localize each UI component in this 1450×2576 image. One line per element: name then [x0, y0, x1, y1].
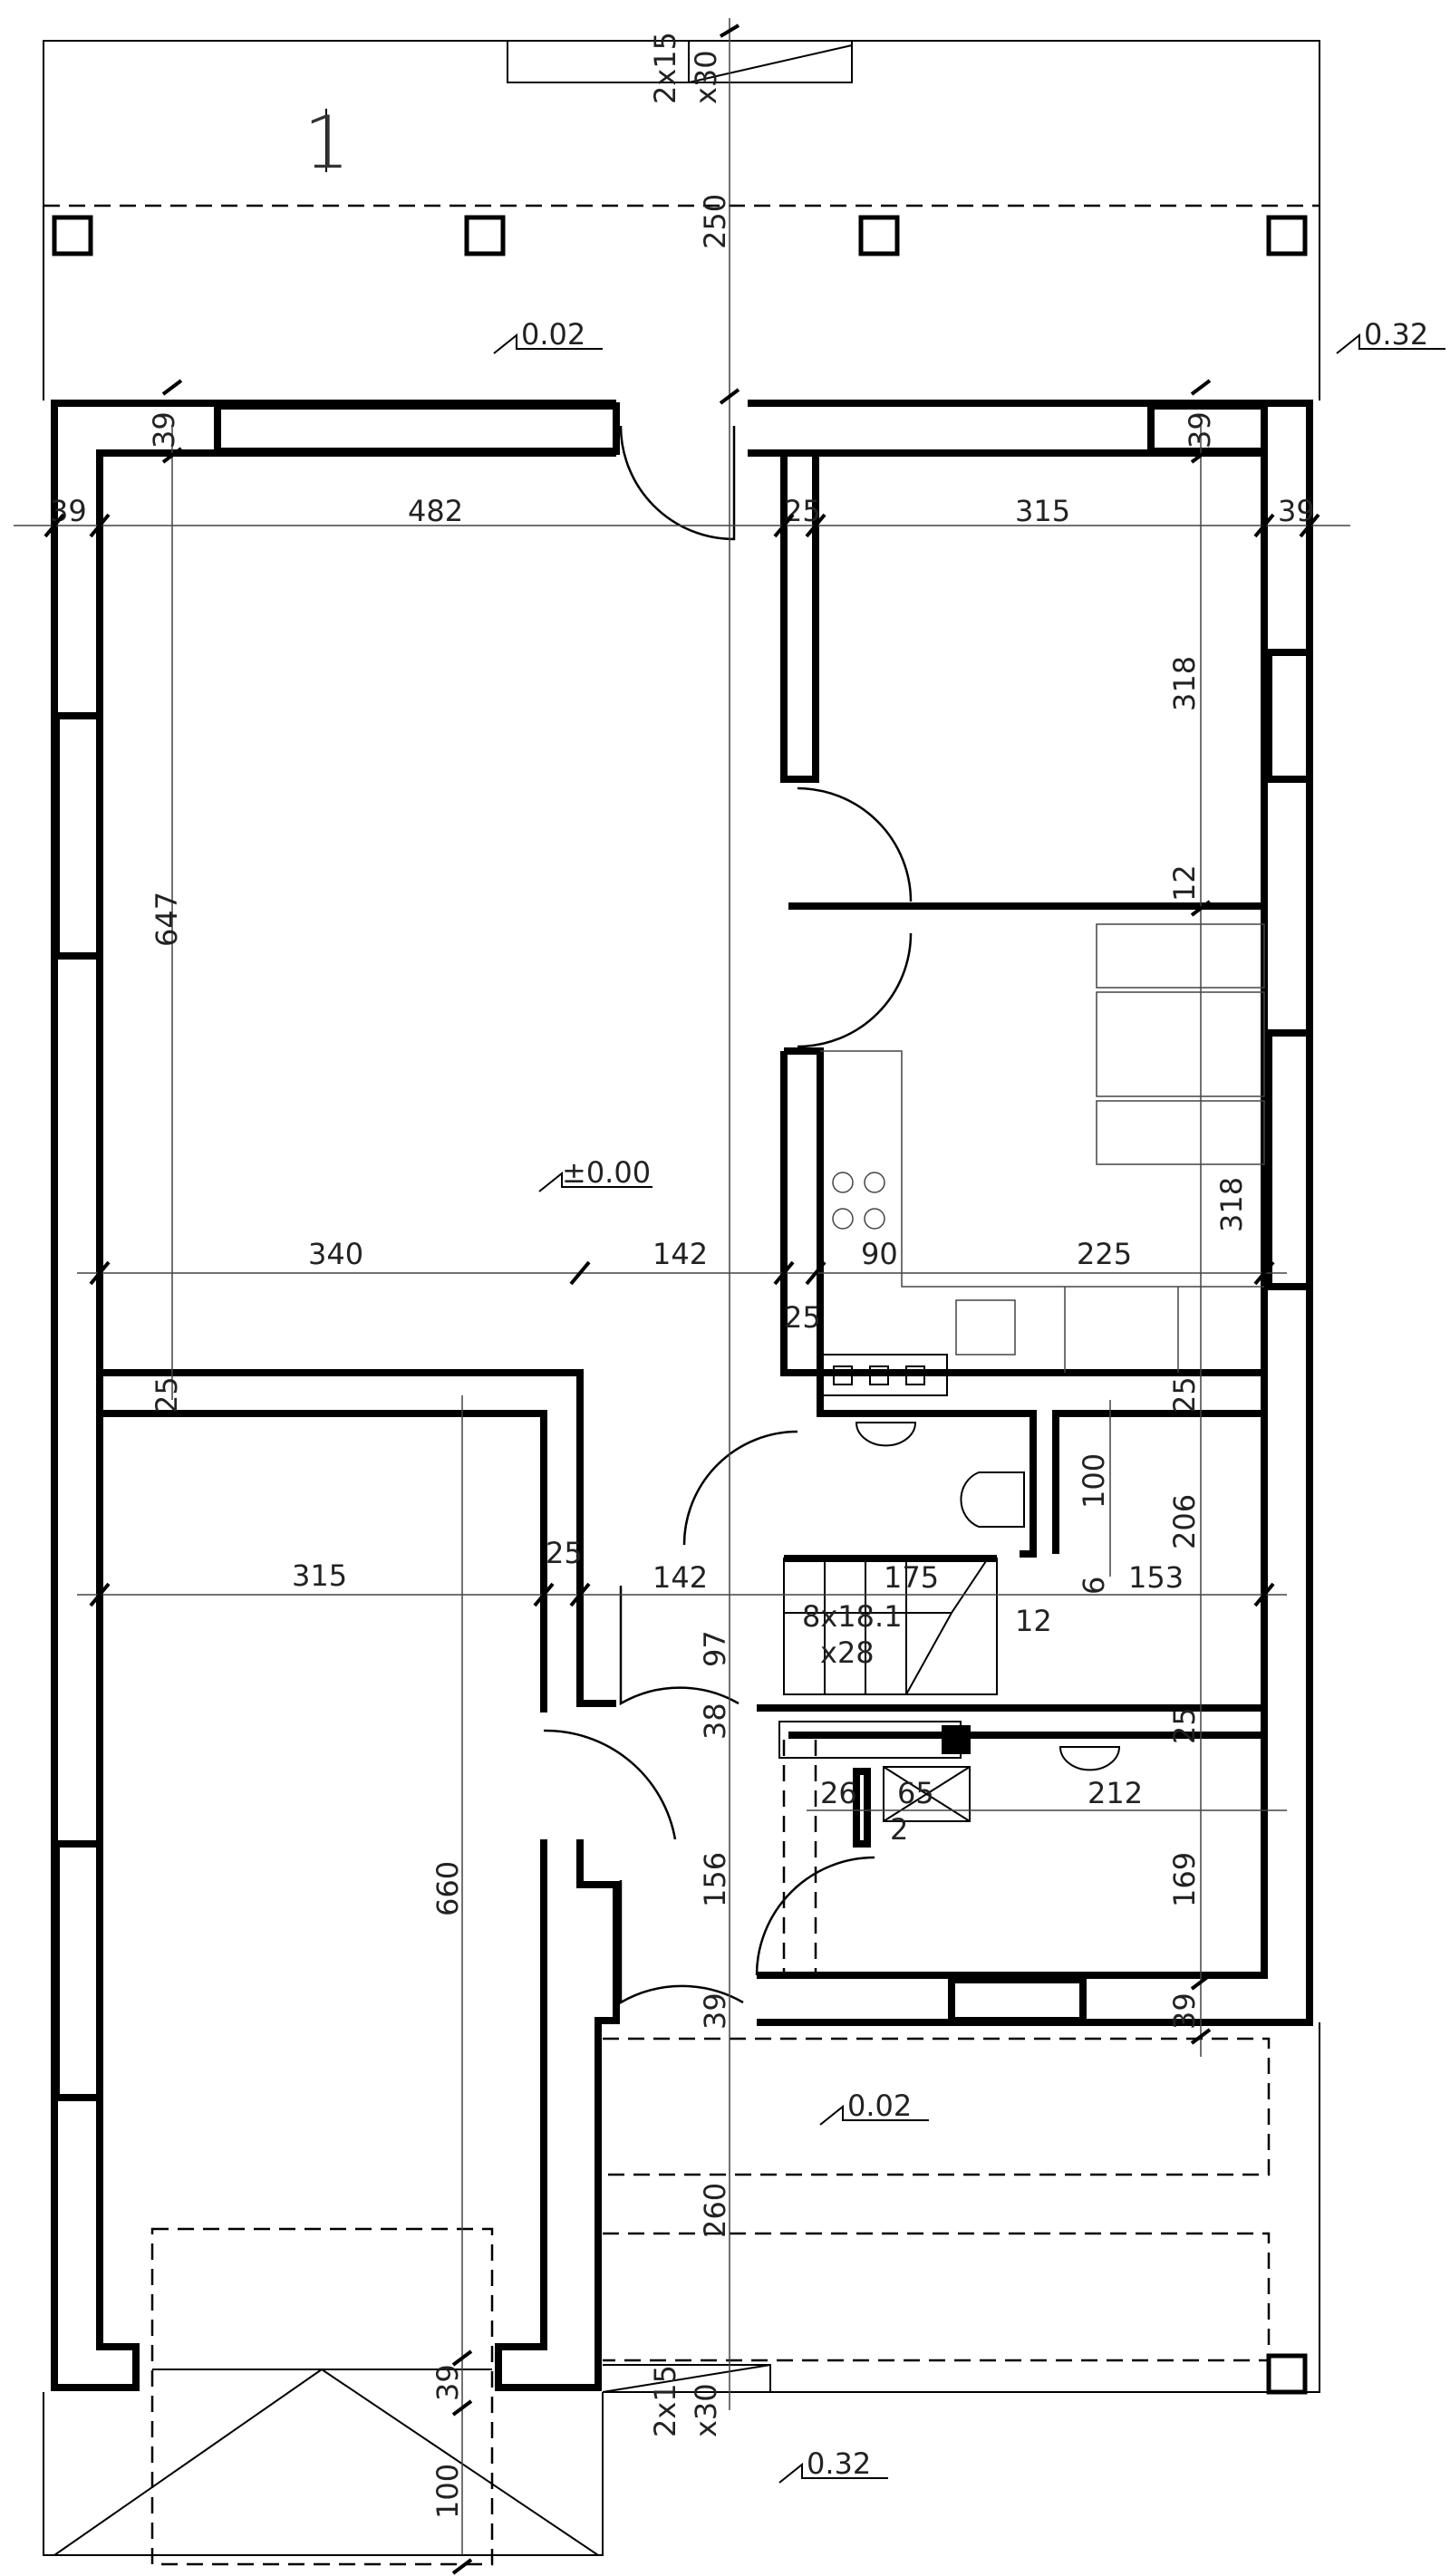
dimension-lines	[14, 18, 1350, 2555]
dim-660: 660	[430, 1861, 465, 1916]
dim-39-tl: 39	[147, 411, 181, 449]
dim-153: 153	[1128, 1560, 1184, 1595]
dim-25-gar: 25	[546, 1536, 583, 1570]
dim-647: 647	[150, 892, 184, 947]
level-ground-bottom: 0.32	[807, 2446, 871, 2481]
dim-97: 97	[698, 1630, 732, 1667]
dimension-labels: 39 39 482 25 315 39 39 250 318 12 647 31…	[50, 194, 1315, 2519]
steps-top-1: 2x15	[648, 32, 682, 104]
staircase	[783, 1558, 998, 1695]
dim-39-gar: 39	[430, 2364, 465, 2401]
dim-340: 340	[308, 1237, 363, 1271]
dim-38: 38	[698, 1703, 732, 1740]
dimension-ticks	[44, 24, 1320, 2575]
dim-6: 6	[1077, 1577, 1111, 1595]
steps-bottom-1: 2x15	[648, 2365, 682, 2437]
dim-65: 65	[897, 1776, 934, 1810]
steps-bottom-2: x30	[689, 2383, 723, 2437]
dim-25-top: 25	[784, 494, 821, 528]
dim-39-tr: 39	[1183, 411, 1217, 449]
stair-tread: x28	[820, 1635, 875, 1670]
dim-25-left: 25	[150, 1376, 184, 1413]
dim-39-right: 39	[1278, 494, 1315, 528]
section-mark: 1	[304, 101, 350, 185]
dim-100-wc: 100	[1077, 1453, 1111, 1509]
steps-top-2: x30	[689, 50, 723, 104]
dim-142-b: 142	[652, 1560, 708, 1595]
dim-225: 225	[1077, 1237, 1132, 1271]
dim-156: 156	[698, 1852, 732, 1907]
dim-2: 2	[890, 1812, 908, 1847]
dim-315-top: 315	[1015, 494, 1070, 528]
walls	[51, 400, 1313, 2391]
doors	[543, 425, 913, 2005]
stair-count: 8x18.1	[802, 1599, 903, 1634]
level-terrace-bottom: 0.02	[847, 2089, 912, 2123]
dim-100-gar: 100	[430, 2464, 465, 2519]
bathroom	[778, 1354, 1121, 1975]
kitchen	[820, 923, 1265, 1373]
dim-39-b2: 39	[1167, 1992, 1202, 2030]
level-terrace-top: 0.02	[521, 317, 585, 352]
dim-142-a: 142	[652, 1237, 708, 1271]
dim-39-b1: 39	[698, 1992, 732, 2030]
dim-90: 90	[861, 1237, 898, 1271]
dim-25-bath: 25	[1167, 1707, 1202, 1744]
dim-25-mid: 25	[784, 1300, 821, 1335]
dim-175: 175	[884, 1560, 939, 1595]
dim-250: 250	[698, 194, 732, 249]
dim-169: 169	[1167, 1852, 1202, 1907]
level-markers: 0.02 0.32 ±0.00 0.02 0.32	[493, 317, 1445, 2484]
dim-318-a: 318	[1167, 656, 1202, 711]
dim-25-kit: 25	[1167, 1376, 1202, 1413]
dim-26: 26	[820, 1776, 857, 1810]
dim-206: 206	[1167, 1494, 1202, 1549]
bottom-terrace	[43, 2022, 1320, 2566]
dim-260: 260	[698, 2183, 732, 2238]
dim-315-gar: 315	[292, 1558, 347, 1593]
top-terrace	[43, 40, 1320, 400]
dim-12-b: 12	[1015, 1604, 1052, 1638]
level-floor: ±0.00	[562, 1155, 651, 1190]
dim-318-b: 318	[1214, 1177, 1249, 1232]
dim-482: 482	[408, 494, 463, 528]
level-ground-right-top: 0.32	[1364, 317, 1428, 352]
dim-12: 12	[1167, 864, 1202, 902]
step-labels: 2x15 x30 2x15 x30 8x18.1 x28	[648, 32, 903, 2437]
dim-212: 212	[1088, 1776, 1143, 1810]
